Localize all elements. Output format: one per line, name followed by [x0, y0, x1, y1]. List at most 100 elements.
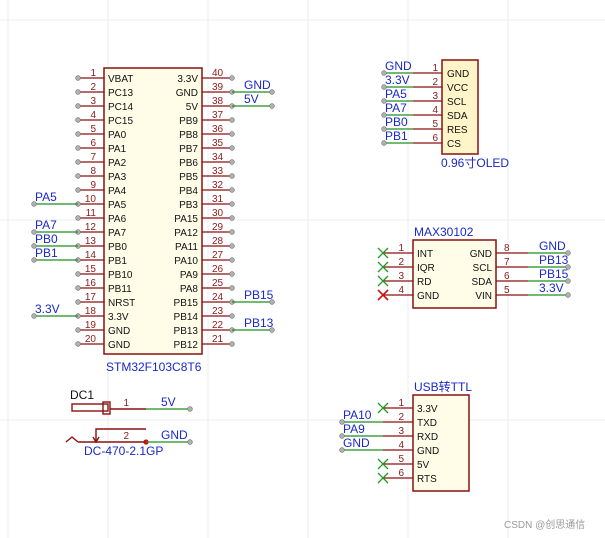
wire-endpoint[interactable] — [565, 264, 571, 270]
stm32-pin-40[interactable]: 403.3V — [177, 68, 235, 85]
usb-ttl-component[interactable]: USB转TTL 13.3V2TXDPA103RXDPA94GNDGND55V6R… — [339, 379, 473, 492]
pin-endpoint[interactable] — [229, 117, 235, 123]
pin-endpoint[interactable] — [75, 215, 81, 221]
pin-endpoint[interactable] — [229, 257, 235, 263]
wire-endpoint[interactable] — [31, 201, 37, 207]
pin-endpoint[interactable] — [229, 341, 235, 347]
wire-endpoint[interactable] — [381, 98, 387, 104]
stm32-pin-18[interactable]: 183.3V3.3V — [31, 302, 129, 323]
pin-endpoint[interactable] — [229, 201, 235, 207]
wire-endpoint[interactable] — [269, 327, 275, 333]
pin-endpoint[interactable] — [75, 145, 81, 151]
wire-endpoint[interactable] — [339, 433, 345, 439]
wire-endpoint[interactable] — [31, 257, 37, 263]
pin-endpoint[interactable] — [75, 131, 81, 137]
wire-endpoint[interactable] — [565, 292, 571, 298]
pin-endpoint[interactable] — [75, 89, 81, 95]
wire-endpoint[interactable] — [187, 439, 193, 445]
stm32-component[interactable]: STM32F103C8T6 1VBAT2PC133PC144PC155PA06P… — [31, 67, 275, 374]
pin-endpoint[interactable] — [229, 229, 235, 235]
pin-endpoint[interactable] — [229, 187, 235, 193]
wire-endpoint[interactable] — [565, 278, 571, 284]
oled-component[interactable]: 0.96寸OLED 1GNDGND2VCC3.3V3SCLPA54SDAPA75… — [381, 59, 510, 170]
pin-endpoint[interactable] — [229, 313, 235, 319]
wire-endpoint[interactable] — [381, 84, 387, 90]
oled-body[interactable] — [441, 59, 479, 155]
pin-endpoint[interactable] — [229, 215, 235, 221]
pin-endpoint[interactable] — [229, 173, 235, 179]
usb-ttl-pin-1[interactable]: 13.3V — [377, 398, 438, 415]
wire-endpoint[interactable] — [565, 250, 571, 256]
usb-ttl-body[interactable] — [412, 394, 470, 492]
pin-endpoint[interactable] — [229, 159, 235, 165]
pin-endpoint[interactable] — [75, 341, 81, 347]
wire-endpoint[interactable] — [339, 447, 345, 453]
pin-endpoint[interactable] — [229, 285, 235, 291]
wire-endpoint[interactable] — [31, 313, 37, 319]
wire-endpoint[interactable] — [339, 419, 345, 425]
pin-endpoint[interactable] — [75, 299, 81, 305]
pin-endpoint[interactable] — [75, 271, 81, 277]
pin-endpoint[interactable] — [75, 75, 81, 81]
pin-endpoint[interactable] — [229, 243, 235, 249]
pin-endpoint[interactable] — [75, 103, 81, 109]
usb-ttl-pin-5[interactable]: 55V — [377, 454, 430, 471]
pin-endpoint[interactable] — [75, 159, 81, 165]
pin-endpoint[interactable] — [75, 187, 81, 193]
pin-endpoint[interactable] — [75, 327, 81, 333]
wire-endpoint[interactable] — [269, 103, 275, 109]
pin-endpoint[interactable] — [229, 145, 235, 151]
wire-endpoint[interactable] — [187, 406, 193, 412]
